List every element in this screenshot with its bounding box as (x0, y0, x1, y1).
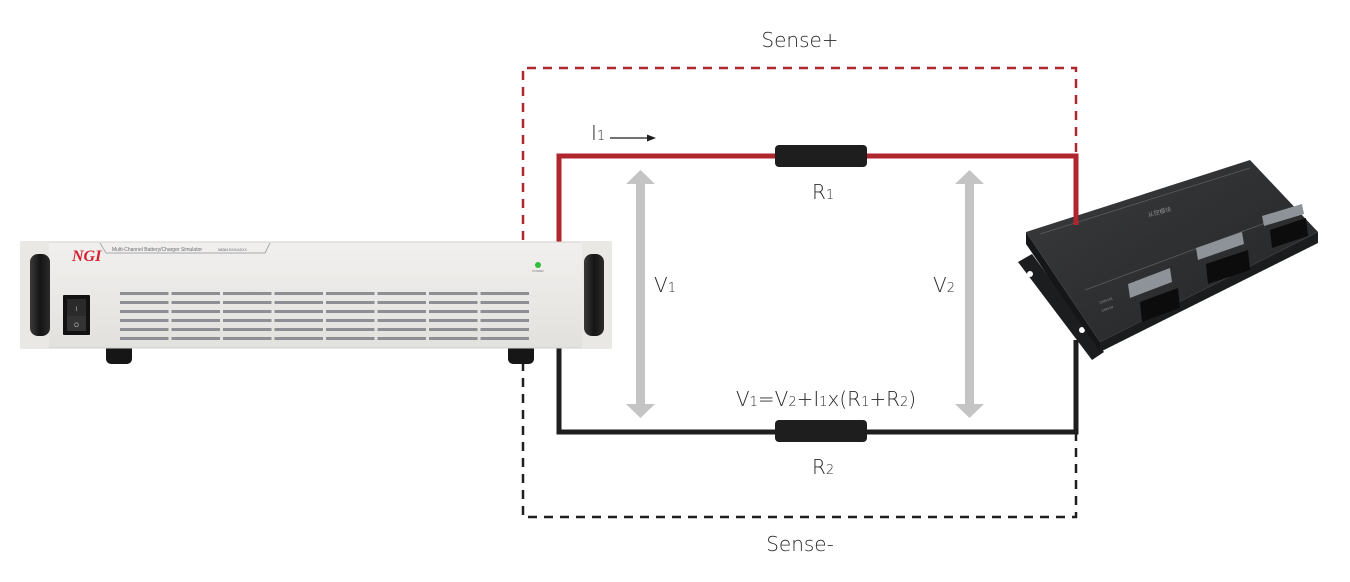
voltage-equation: V1=V2+I1x(R1+R2) (736, 387, 916, 411)
slave-control-module: 从控模块 CAN-H/L CAN-IN (1018, 160, 1318, 360)
vent-slot (274, 292, 323, 295)
mounting-flange (1018, 254, 1104, 360)
vent-slot (223, 301, 272, 304)
sense-plus-line (521, 66, 1078, 240)
module-port-label-1: CAN-H/L (1099, 296, 1114, 305)
equation-part: 2 (900, 395, 908, 410)
vent-slot (480, 328, 529, 331)
module-top-surface (1026, 160, 1318, 342)
vent-slot (429, 328, 478, 331)
module-port-label-2: CAN-IN (1101, 305, 1114, 313)
vent-slot (120, 292, 169, 295)
vent-slot (274, 328, 323, 331)
vent-slot (480, 292, 529, 295)
vent-slot (274, 337, 323, 340)
power-label: POWER (532, 269, 544, 273)
vent-slot (377, 292, 426, 295)
equation-part: +R (869, 387, 900, 411)
vent-slot (377, 301, 426, 304)
simulator-brand-logo: NGI (71, 248, 102, 265)
switch-on-mark: I (76, 307, 78, 313)
vent-slot (274, 310, 323, 313)
power-led (535, 262, 541, 268)
vent-slot (223, 328, 272, 331)
vent-slot (274, 301, 323, 304)
vent-slot (171, 319, 220, 322)
vent-slot (274, 319, 323, 322)
vent-slot (326, 310, 375, 313)
simulator-foot-left (106, 344, 132, 364)
vent-slot (120, 301, 169, 304)
vent-slot (171, 292, 220, 295)
vent-slot (377, 328, 426, 331)
vent-slot (377, 337, 426, 340)
sense-minus-label: Sense- (766, 532, 834, 556)
vent-slot (223, 337, 272, 340)
vent-slot (223, 292, 272, 295)
equation-part: =V (758, 387, 789, 411)
ventilation-grille (120, 292, 529, 340)
vent-slot (326, 328, 375, 331)
simulator-panel-title: Multi-Channel Battery/Charger Simulator (112, 247, 202, 253)
resistor-r1 (775, 145, 867, 167)
module-connectors (1128, 204, 1308, 322)
vent-slot (171, 310, 220, 313)
current-label: I1 (591, 121, 605, 145)
equation-part: x(R (828, 387, 862, 411)
vent-slot (429, 310, 478, 313)
simulator-handle-right (584, 254, 604, 336)
vent-slot (377, 310, 426, 313)
vent-slot (326, 292, 375, 295)
vent-slot (326, 319, 375, 322)
vent-slot (429, 301, 478, 304)
simulator-handle-left (30, 254, 50, 336)
vent-slot (480, 310, 529, 313)
equation-part: 2 (788, 395, 796, 410)
vent-slot (429, 292, 478, 295)
vent-slot (480, 319, 529, 322)
simulator-foot-right (508, 344, 534, 364)
vent-slot (326, 301, 375, 304)
vent-slot (480, 337, 529, 340)
v2-label: V2 (933, 273, 955, 297)
equation-part: 1 (861, 395, 869, 410)
vent-slot (223, 319, 272, 322)
equation-part: 1 (819, 395, 827, 410)
vent-slot (171, 337, 220, 340)
v2-double-arrow (955, 170, 984, 418)
vent-slot (171, 328, 220, 331)
vent-slot (120, 319, 169, 322)
r1-label: R1 (812, 180, 834, 204)
vent-slot (429, 319, 478, 322)
vent-slot (223, 310, 272, 313)
equation-part: 1 (750, 395, 758, 410)
r2-label: R2 (812, 455, 834, 479)
vent-slot (429, 337, 478, 340)
power-switch[interactable]: I O (63, 295, 90, 335)
equation-part: V (736, 387, 750, 411)
vent-slot (120, 337, 169, 340)
simulator-model-text: N8364 BXX/ADXX (218, 248, 247, 252)
current-direction-arrow (610, 134, 656, 142)
vent-slot (120, 310, 169, 313)
vent-slot (480, 301, 529, 304)
vent-slot (171, 301, 220, 304)
equation-part: ) (908, 387, 916, 411)
equation-part: +I (797, 387, 820, 411)
vent-slot (120, 328, 169, 331)
switch-off-mark: O (74, 323, 79, 329)
v1-double-arrow (626, 170, 655, 418)
battery-charger-simulator: NGI Multi-Channel Battery/Charger Simula… (20, 241, 612, 364)
resistor-r2 (775, 420, 867, 442)
v1-label: V1 (654, 273, 676, 297)
vent-slot (326, 337, 375, 340)
vent-slot (377, 319, 426, 322)
sense-plus-label: Sense+ (761, 28, 838, 52)
